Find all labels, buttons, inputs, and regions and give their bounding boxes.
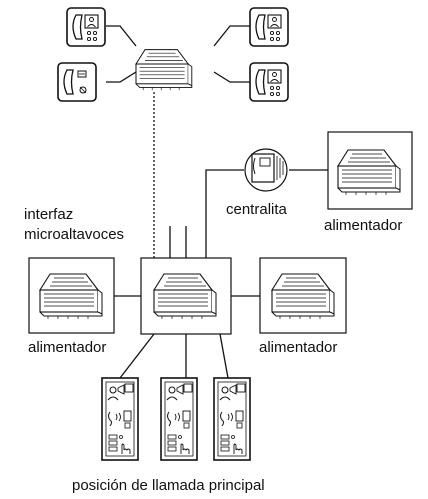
call-panel-icon <box>213 377 251 461</box>
label-microaltavoces: microaltavoces <box>24 226 125 243</box>
handset-video-icon <box>66 7 106 47</box>
label-alimentador-right-top: alimentador <box>324 217 403 234</box>
handset-audio-icon <box>57 62 97 102</box>
label-alimentador-left: alimentador <box>28 339 107 356</box>
label-interfaz: interfaz <box>24 206 74 223</box>
din-module-icon <box>135 49 193 91</box>
handset-video-icon <box>249 62 289 102</box>
call-panel-icon <box>101 377 139 461</box>
label-centralita: centralita <box>226 201 287 218</box>
call-panel-icon <box>160 377 198 461</box>
connection-lines <box>106 25 328 379</box>
centralita-icon <box>244 148 288 192</box>
label-posicion-llamada: posición de llamada principal <box>72 477 265 494</box>
label-alimentador-right: alimentador <box>259 339 338 356</box>
handset-video-icon <box>249 7 289 47</box>
